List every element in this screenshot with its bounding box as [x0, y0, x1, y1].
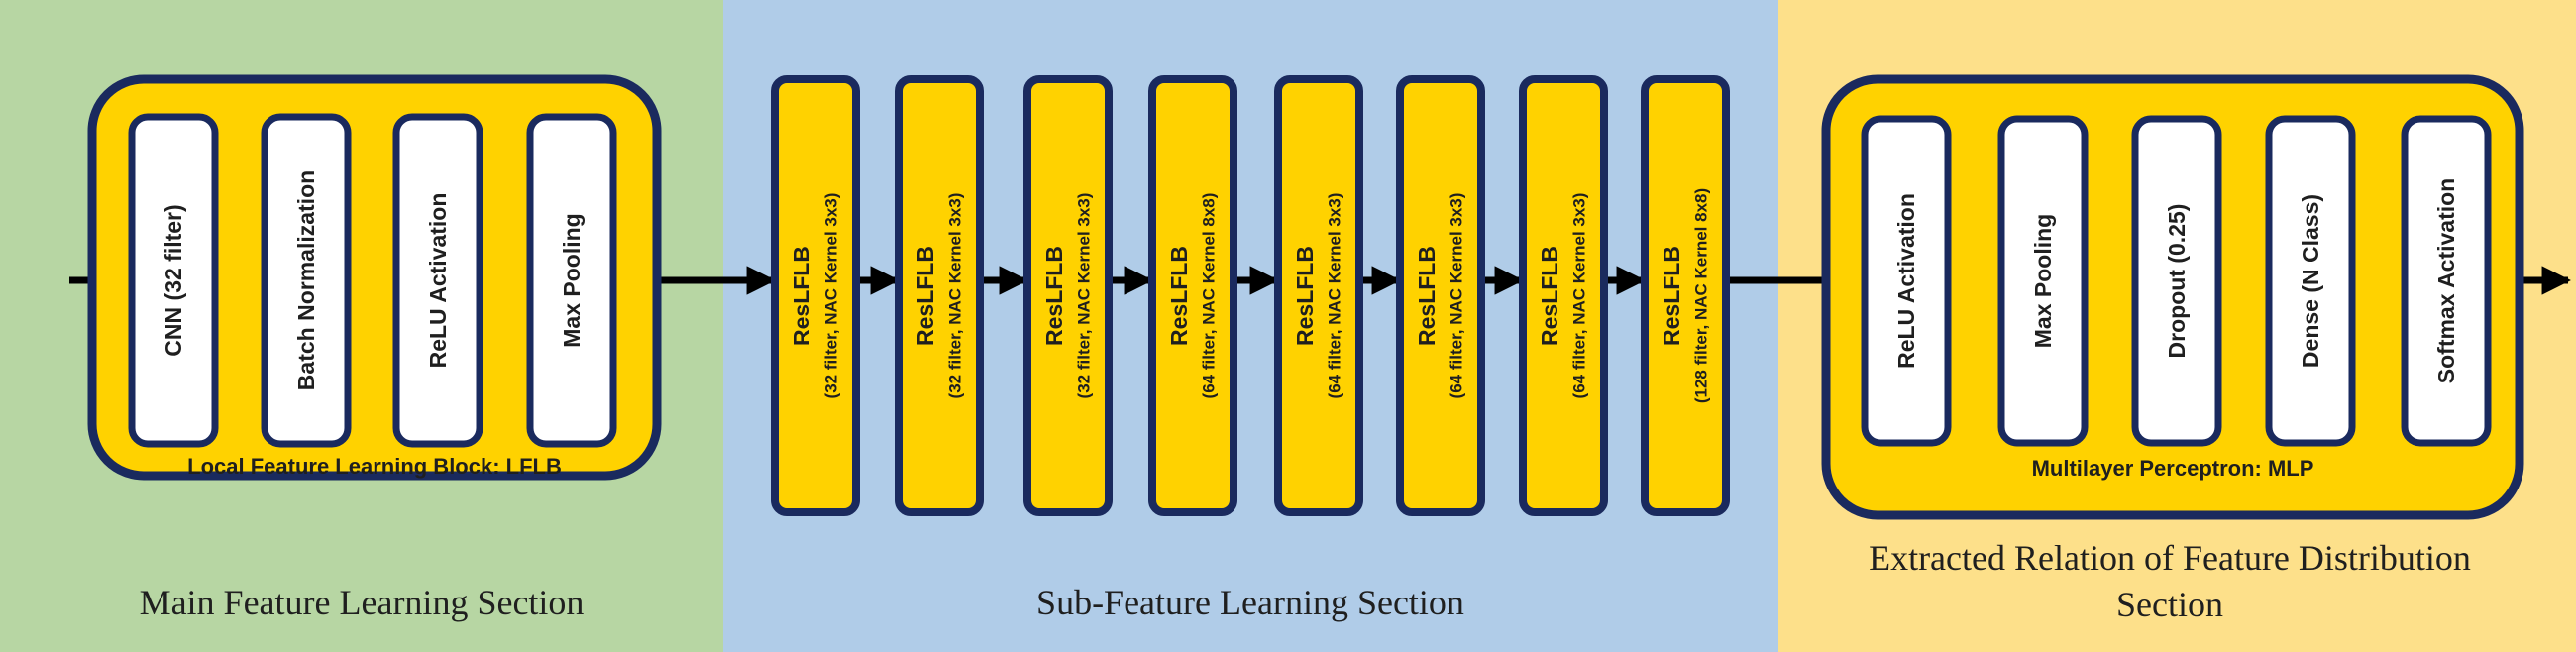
res-lflb-params: (32 filter, NAC Kernel 3x3): [1075, 193, 1094, 399]
lflb-layer-box: [526, 113, 617, 448]
res-lflb-params: (64 filter, NAC Kernel 8x8): [1200, 193, 1219, 399]
lflb-layer-label: CNN (32 filter): [161, 204, 186, 356]
mlp-caption: Multilayer Perceptron: MLP: [2032, 456, 2314, 481]
res-lflb-name: ResLFLB: [1659, 246, 1684, 346]
res-lflb-box: [771, 75, 860, 516]
lflb-caption: Local Feature Learning Block: LFLB: [187, 454, 562, 479]
res-lflb-box: [1396, 75, 1485, 516]
mlp-layer-label: Dropout (0.25): [2164, 204, 2190, 359]
mlp-block: ReLU Activation Max Pooling Dropout (0.25)…: [1821, 74, 2524, 520]
mlp-layer-box: [2401, 115, 2492, 447]
lflb-layer-label: Max Pooling: [559, 213, 585, 347]
res-lflb-block: ResLFLB (128 filter, NAC Kernel 8x8): [1641, 75, 1730, 516]
main-section-title: Main Feature Learning Section: [140, 583, 585, 622]
res-lflb-params: (32 filter, NAC Kernel 3x3): [946, 193, 965, 399]
lflb-container: [87, 74, 662, 481]
res-lflb-block: ResLFLB (32 filter, NAC Kernel 3x3): [1023, 75, 1113, 516]
res-lflb-block: ResLFLB (64 filter, NAC Kernel 8x8): [1148, 75, 1237, 516]
res-lflb-box: [1274, 75, 1363, 516]
res-lflb-params: (64 filter, NAC Kernel 3x3): [1326, 193, 1344, 399]
res-lflb-name: ResLFLB: [1166, 246, 1192, 346]
mlp-layer-label: Dense (N Class): [2298, 194, 2323, 368]
res-lflb-name: ResLFLB: [789, 246, 814, 346]
sub-section-bg: [723, 0, 1778, 652]
res-lflb-name: ResLFLB: [1414, 246, 1440, 346]
res-lflb-block: ResLFLB (32 filter, NAC Kernel 3x3): [771, 75, 860, 516]
res-lflb-box: [1519, 75, 1608, 516]
res-lflb-name: ResLFLB: [1041, 246, 1067, 346]
mlp-layer-box: [2265, 115, 2356, 447]
res-lflb-params: (64 filter, NAC Kernel 3x3): [1570, 193, 1589, 399]
res-lflb-block: ResLFLB (64 filter, NAC Kernel 3x3): [1396, 75, 1485, 516]
res-lflb-box: [1148, 75, 1237, 516]
mlp-layer-label: Softmax Activation: [2433, 178, 2459, 383]
relation-section-title-line2: Section: [2116, 585, 2223, 624]
mlp-layer-box: [2131, 115, 2222, 447]
mlp-layer-box: [1861, 115, 1952, 447]
res-lflb-group: ResLFLB(32 filter, NAC Kernel 3x3)ResLFL…: [771, 75, 1730, 516]
res-lflb-box: [1023, 75, 1113, 516]
res-lflb-box: [1641, 75, 1730, 516]
sub-section-title: Sub-Feature Learning Section: [1036, 583, 1464, 622]
res-lflb-block: ResLFLB (64 filter, NAC Kernel 3x3): [1274, 75, 1363, 516]
res-lflb-box: [895, 75, 984, 516]
lflb-layer-box: [261, 113, 352, 448]
res-lflb-name: ResLFLB: [1537, 246, 1562, 346]
res-lflb-params: (128 filter, NAC Kernel 8x8): [1692, 188, 1711, 403]
res-lflb-name: ResLFLB: [1292, 246, 1318, 346]
lflb-layer-label: ReLU Activation: [425, 193, 451, 369]
res-lflb-name: ResLFLB: [912, 246, 938, 346]
relation-section-title-line1: Extracted Relation of Feature Distributi…: [1869, 538, 2471, 578]
res-lflb-params: (64 filter, NAC Kernel 3x3): [1448, 193, 1466, 399]
lflb-block: CNN (32 filter) Batch Normalization ReLU A…: [87, 74, 662, 481]
res-lflb-block: ResLFLB (32 filter, NAC Kernel 3x3): [895, 75, 984, 516]
mlp-layer-label: ReLU Activation: [1893, 193, 1919, 369]
mlp-layer-box: [1997, 115, 2089, 447]
lflb-layer-label: Batch Normalization: [293, 170, 319, 390]
lflb-layer-box: [128, 113, 219, 448]
res-lflb-params: (32 filter, NAC Kernel 3x3): [822, 193, 841, 399]
mlp-layer-label: Max Pooling: [2030, 214, 2056, 348]
lflb-layer-box: [392, 113, 483, 448]
res-lflb-block: ResLFLB (64 filter, NAC Kernel 3x3): [1519, 75, 1608, 516]
